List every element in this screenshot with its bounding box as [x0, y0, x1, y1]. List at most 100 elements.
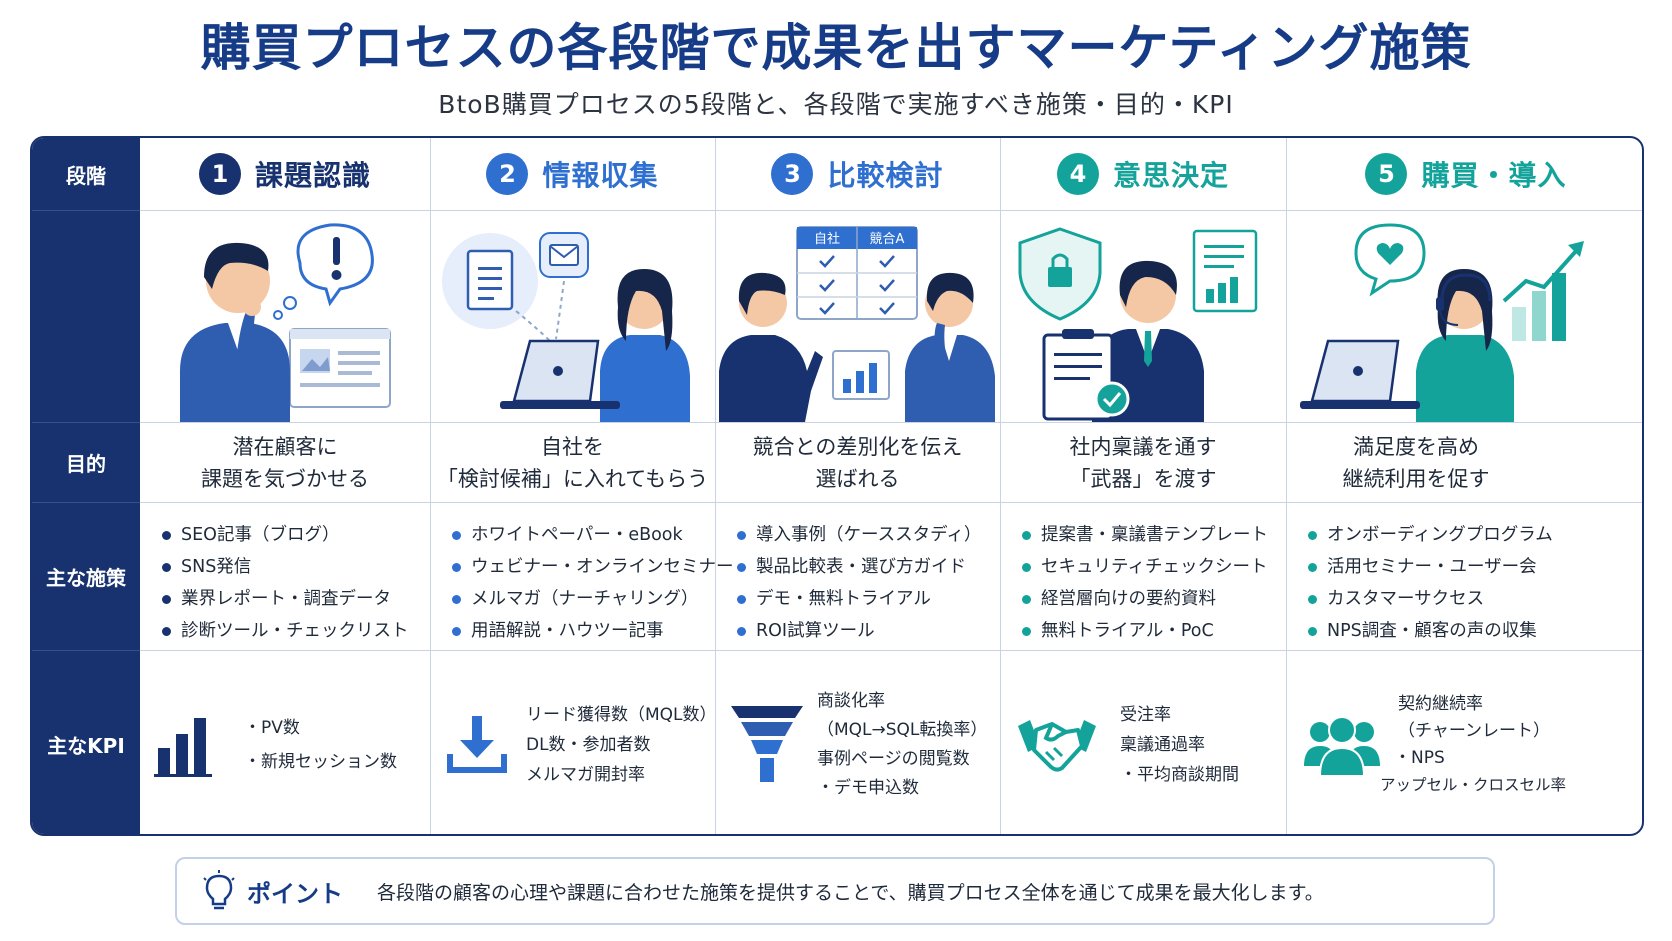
page-subtitle: BtoB購買プロセスの5段階と、各段階で実施すべき施策・目的・KPI	[438, 90, 1234, 119]
kpi-item: ・PV数	[244, 717, 300, 738]
kpi-item: ・NPS	[1394, 747, 1445, 768]
kpi-stage-1: ・PV数 ・新規セッション数	[140, 651, 430, 834]
kpi-item: リード獲得数（MQL数）	[526, 704, 717, 725]
measures-stage-3: 導入事例（ケーススタディ） 製品比較表・選び方ガイド デモ・無料トライアル RO…	[715, 503, 1000, 650]
row-label-column	[32, 138, 140, 834]
row-label-purpose: 目的	[66, 451, 106, 476]
purpose-stage-5: 満足度を高め 継続利用を促す	[1286, 423, 1546, 502]
stage-header-4: 4 意思決定	[1000, 138, 1286, 210]
kpi-item: アップセル・クロスセル率	[1380, 775, 1567, 794]
kpi-item: ・新規セッション数	[244, 751, 397, 772]
illustration-onboarding	[1286, 211, 1642, 422]
list-item: ウェビナー・オンラインセミナー	[452, 551, 734, 583]
point-text: 各段階の顧客の心理や課題に合わせた施策を提供することで、購買プロセス全体を通じて…	[377, 881, 1324, 904]
list-item: ホワイトペーパー・eBook	[452, 519, 715, 551]
laptop-person-icon	[442, 232, 690, 422]
list-item: SEO記事（ブログ）	[162, 519, 430, 551]
list-item: 経営層向けの要約資料	[1022, 583, 1286, 615]
kpi-item: ・平均商談期間	[1120, 764, 1239, 785]
kpi-item: ・デモ申込数	[817, 777, 919, 798]
measures-stage-2: ホワイトペーパー・eBook ウェビナー・オンラインセミナー メルマガ（ナーチャ…	[430, 503, 734, 650]
purpose-line: 課題を気づかせる	[201, 466, 369, 491]
illustration-info-gathering	[430, 211, 715, 422]
stage-number: 3	[771, 153, 814, 195]
list-item: オンボーディングプログラム	[1308, 519, 1642, 551]
stage-name: 課題認識	[254, 159, 371, 192]
thinking-person-icon	[180, 223, 391, 422]
purpose-line: 「武器」を渡す	[1069, 466, 1217, 491]
row-label-measures: 主な施策	[46, 565, 126, 590]
handshake-icon	[1018, 719, 1096, 772]
illustration-comparison: 自社 競合A	[715, 211, 1000, 422]
kpi-stage-3: 商談化率 （MQL→SQL転換率） 事例ページの閲覧数 ・デモ申込数	[715, 651, 1000, 834]
row-label-kpi: 主なKPI	[47, 733, 125, 758]
purpose-line: 「検討候補」に入れてもらう	[436, 466, 709, 491]
list-item: NPS調査・顧客の声の収集	[1308, 615, 1642, 647]
purpose-line: 社内稟議を通す	[1069, 434, 1217, 459]
list-item: メルマガ（ナーチャリング）	[452, 583, 715, 615]
kpi-item: （チャーンレート）	[1398, 720, 1550, 741]
decision-maker-icon	[1018, 227, 1258, 422]
purpose-stage-3: 競合との差別化を伝え 選ばれる	[715, 423, 1000, 502]
row-label-stage: 段階	[66, 163, 106, 188]
kpi-item: （MQL→SQL転換率）	[817, 719, 988, 740]
download-icon	[447, 715, 507, 773]
point-box: ポイント 各段階の顧客の心理や課題に合わせた施策を提供することで、購買プロセス全…	[175, 857, 1495, 925]
measures-stage-5: オンボーディングプログラム 活用セミナー・ユーザー会 カスタマーサクセス NPS…	[1286, 503, 1642, 650]
purpose-line: 選ばれる	[815, 466, 900, 491]
purpose-line: 満足度を高め	[1353, 434, 1479, 459]
illustration-decision	[1000, 211, 1286, 422]
list-item: 用語解説・ハウツー記事	[452, 615, 715, 647]
purpose-stage-1: 潜在顧客に 課題を気づかせる	[140, 423, 430, 502]
stage-header-3: 3 比較検討	[715, 138, 1000, 210]
purpose-stage-4: 社内稟議を通す 「武器」を渡す	[1000, 423, 1286, 502]
stage-name: 購買・導入	[1421, 159, 1567, 192]
list-item: デモ・無料トライアル	[737, 583, 1000, 615]
kpi-item: 商談化率	[817, 690, 885, 711]
funnel-icon	[731, 705, 803, 782]
list-item: 無料トライアル・PoC	[1022, 615, 1286, 647]
list-item: 活用セミナー・ユーザー会	[1308, 551, 1642, 583]
stage-number: 5	[1365, 153, 1408, 195]
users-icon	[1304, 715, 1380, 777]
purpose-stage-2: 自社を 「検討候補」に入れてもらう	[430, 423, 715, 502]
support-person-icon	[1300, 223, 1584, 422]
kpi-item: 契約継続率	[1398, 693, 1483, 714]
purpose-line: 競合との差別化を伝え	[752, 434, 963, 459]
measures-stage-4: 提案書・稟議書テンプレート セキュリティチェックシート 経営層向けの要約資料 無…	[1000, 503, 1286, 650]
stage-name: 情報収集	[542, 159, 659, 192]
stage-header-1: 1 課題認識	[140, 138, 430, 210]
stage-name: 意思決定	[1112, 159, 1229, 192]
stage-number: 2	[486, 153, 529, 195]
kpi-item: メルマガ開封率	[526, 764, 645, 785]
page-title: 購買プロセスの各段階で成果を出すマーケティング施策	[200, 19, 1472, 77]
illustration-thinking-person	[140, 211, 430, 422]
kpi-item: DL数・参加者数	[526, 734, 651, 755]
kpi-stage-2: リード獲得数（MQL数） DL数・参加者数 メルマガ開封率	[430, 651, 717, 834]
table-header-own: 自社	[814, 231, 840, 247]
lightbulb-icon	[203, 870, 235, 910]
kpi-item: 事例ページの閲覧数	[817, 748, 970, 769]
stage-number: 1	[198, 153, 241, 195]
list-item: SNS発信	[162, 551, 430, 583]
point-label: ポイント	[247, 879, 343, 908]
kpi-item: 稟議通過率	[1120, 734, 1205, 755]
stage-name: 比較検討	[827, 159, 944, 192]
purpose-line: 自社を	[541, 434, 604, 459]
kpi-item: 受注率	[1120, 704, 1171, 725]
list-item: 導入事例（ケーススタディ）	[737, 519, 1000, 551]
kpi-stage-4: 受注率 稟議通過率 ・平均商談期間	[1000, 651, 1286, 834]
table-header-competitor: 競合A	[870, 232, 905, 247]
list-item: 業界レポート・調査データ	[162, 583, 430, 615]
list-item: ROI試算ツール	[737, 615, 1000, 647]
list-item: カスタマーサクセス	[1308, 583, 1642, 615]
list-item: 提案書・稟議書テンプレート	[1022, 519, 1286, 551]
measures-stage-1: SEO記事（ブログ） SNS発信 業界レポート・調査データ 診断ツール・チェック…	[140, 503, 430, 650]
stage-number: 4	[1056, 153, 1099, 195]
comparison-table-icon: 自社 競合A	[719, 226, 995, 422]
list-item: 診断ツール・チェックリスト	[162, 615, 430, 647]
kpi-stage-5: 契約継続率 （チャーンレート） ・NPS アップセル・クロスセル率	[1286, 651, 1642, 834]
list-item: セキュリティチェックシート	[1022, 551, 1286, 583]
purpose-line: 継続利用を促す	[1342, 466, 1490, 491]
stage-header-5: 5 購買・導入	[1286, 138, 1642, 210]
